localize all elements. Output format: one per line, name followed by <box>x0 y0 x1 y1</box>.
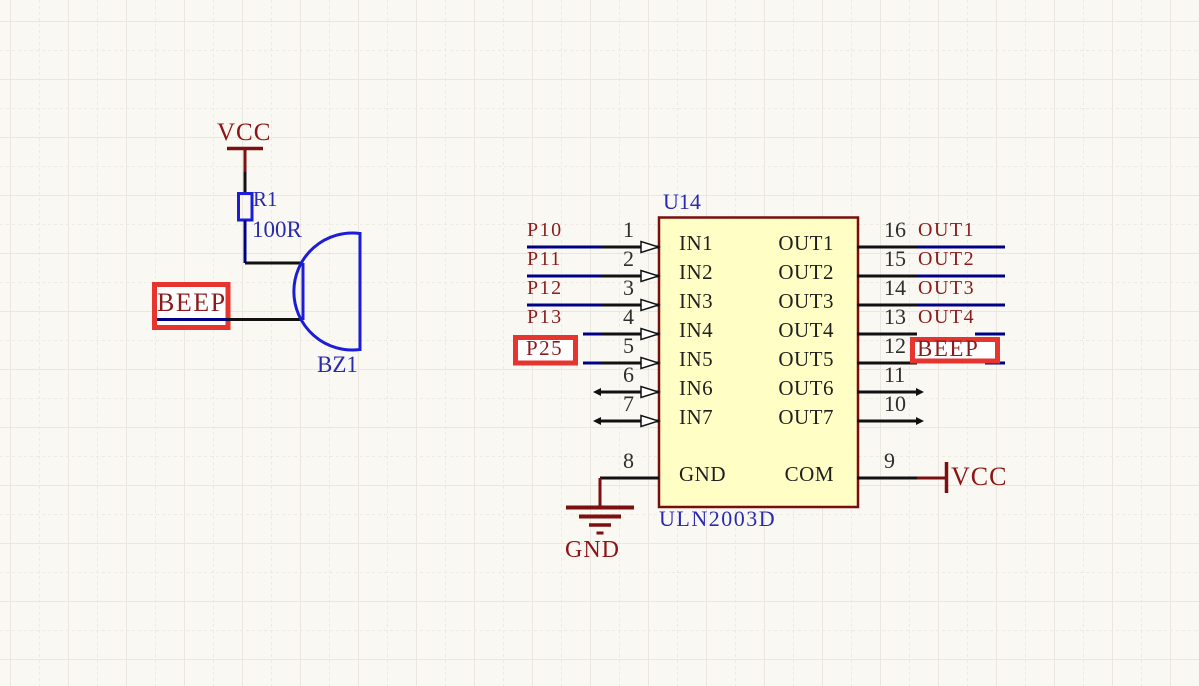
vcc-power-port-right[interactable] <box>917 462 949 493</box>
pin-name-in4: IN4 <box>679 318 714 342</box>
gnd-power-port[interactable] <box>566 478 634 535</box>
pin-name-out3: OUT3 <box>778 289 834 313</box>
buzzer-bz1-symbol[interactable] <box>228 231 362 352</box>
pin-name-com: COM <box>784 462 834 486</box>
highlight-box-beep-right <box>910 337 1000 364</box>
net-label-beep-right[interactable]: BEEP <box>917 336 980 361</box>
ic-right-pins[interactable] <box>857 245 917 423</box>
pin-end-ticks-right <box>916 388 924 425</box>
net-label-out4[interactable]: OUT4 <box>918 306 976 328</box>
pin-name-in3: IN3 <box>679 289 714 313</box>
net-label-out1[interactable]: OUT1 <box>918 219 976 241</box>
pin-number-3: 3 <box>623 275 634 300</box>
buzzer-designator[interactable]: BZ1 <box>317 352 358 377</box>
pin-number-6: 6 <box>623 362 634 387</box>
power-label-gnd[interactable]: GND <box>565 537 620 563</box>
pin-name-out7: OUT7 <box>778 405 834 429</box>
resistor-r1-symbol[interactable] <box>237 172 254 263</box>
net-label-out3[interactable]: OUT3 <box>918 277 976 299</box>
pin-number-10: 10 <box>884 391 906 416</box>
pin-name-out6: OUT6 <box>778 376 834 400</box>
resistor-value[interactable]: 100R <box>252 217 302 242</box>
pin-end-ticks-left <box>593 388 601 425</box>
net-label-p25[interactable]: P25 <box>526 336 564 360</box>
pin-number-11: 11 <box>884 362 906 387</box>
resistor-designator[interactable]: R1 <box>253 187 278 211</box>
power-label-vcc-right[interactable]: VCC <box>951 462 1008 491</box>
pin-name-in1: IN1 <box>679 231 714 255</box>
wires-right[interactable] <box>917 245 1005 365</box>
pin-name-in2: IN2 <box>679 260 714 284</box>
net-label-beep-left[interactable]: BEEP <box>157 288 227 317</box>
ic-part-number[interactable]: ULN2003D <box>659 506 777 531</box>
pin-name-out1: OUT1 <box>778 231 834 255</box>
net-label-out2[interactable]: OUT2 <box>918 248 976 270</box>
wires-left[interactable] <box>527 245 601 365</box>
pin-number-12: 12 <box>884 333 906 358</box>
pin-number-4: 4 <box>623 304 634 329</box>
pin-number-15: 15 <box>884 246 906 271</box>
vcc-power-port-left[interactable] <box>227 146 263 173</box>
pin-name-out4: OUT4 <box>778 318 834 342</box>
pin-number-9: 9 <box>884 448 895 473</box>
pin-number-16: 16 <box>884 217 906 242</box>
pin-name-in6: IN6 <box>679 376 714 400</box>
net-label-p13[interactable]: P13 <box>527 306 563 328</box>
power-label-vcc-left[interactable]: VCC <box>217 119 272 146</box>
ic-u14-body[interactable] <box>657 216 860 509</box>
pin-number-5: 5 <box>623 333 634 358</box>
net-label-p10[interactable]: P10 <box>527 219 563 241</box>
net-label-p12[interactable]: P12 <box>527 277 563 299</box>
pin-number-7: 7 <box>623 391 634 416</box>
pin-name-gnd: GND <box>679 462 726 486</box>
pin-number-1: 1 <box>623 217 634 242</box>
net-label-p11[interactable]: P11 <box>527 248 562 270</box>
pin-number-14: 14 <box>884 275 906 300</box>
pin-name-in7: IN7 <box>679 405 714 429</box>
pin-name-out5: OUT5 <box>778 347 834 371</box>
pin-number-8: 8 <box>623 448 634 473</box>
pin-number-13: 13 <box>884 304 906 329</box>
highlight-box-p25 <box>513 335 578 366</box>
pin-number-2: 2 <box>623 246 634 271</box>
ic-input-triangles <box>640 240 662 428</box>
ic-designator[interactable]: U14 <box>663 189 701 214</box>
pin-name-out2: OUT2 <box>778 260 834 284</box>
pin-name-in5: IN5 <box>679 347 714 371</box>
